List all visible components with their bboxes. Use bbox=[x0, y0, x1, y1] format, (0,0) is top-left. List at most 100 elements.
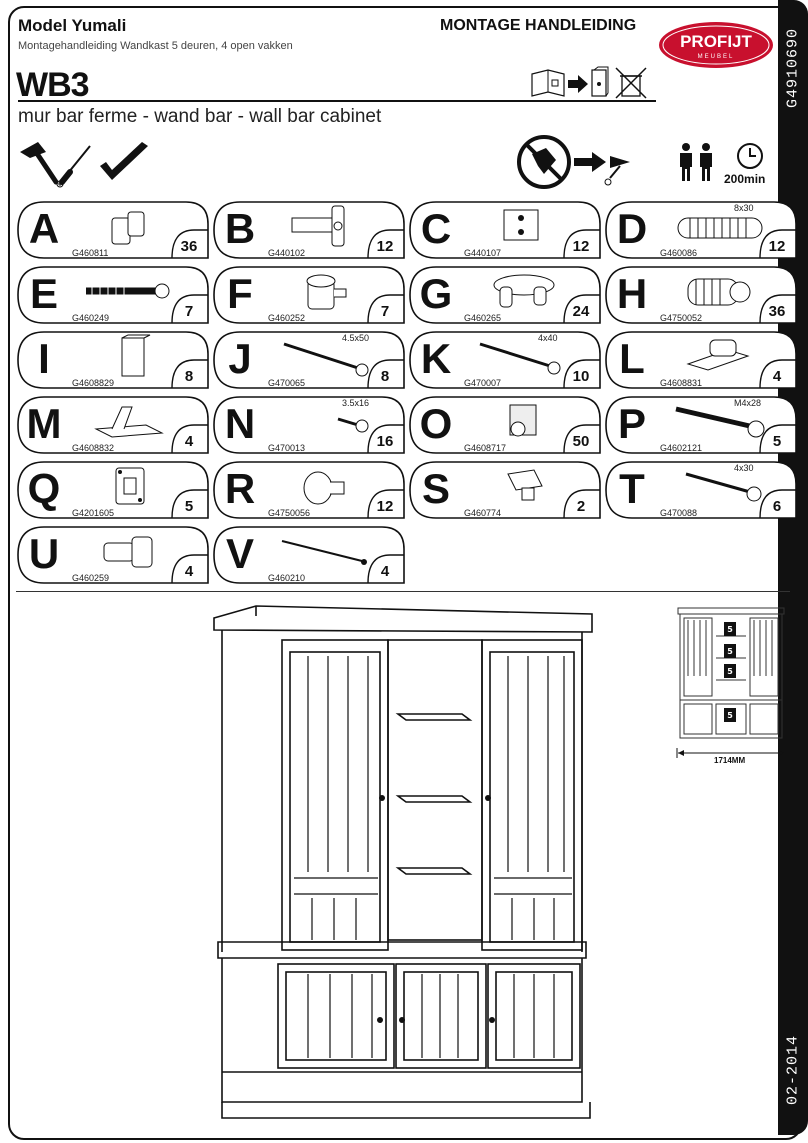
part-image bbox=[503, 209, 539, 241]
part-image bbox=[121, 334, 151, 377]
cabinet-overview-thumbnail: 5 5 5 5 bbox=[677, 607, 785, 739]
part-quantity: 12 bbox=[768, 238, 786, 255]
part-letter: S bbox=[421, 465, 450, 512]
profijt-logo: PROFIJT MEUBEL bbox=[659, 22, 773, 68]
part-quantity: 12 bbox=[376, 498, 394, 515]
part-quantity: 7 bbox=[380, 303, 390, 320]
cabinet-illustration bbox=[213, 605, 593, 1119]
part-image bbox=[281, 540, 367, 565]
part-code: G4750056 bbox=[268, 508, 311, 518]
badge-text: 5 bbox=[727, 625, 733, 634]
part-letter: B bbox=[224, 205, 256, 252]
part-quantity: 36 bbox=[768, 303, 786, 320]
part-quantity: 6 bbox=[772, 498, 782, 515]
part-letter: C bbox=[420, 205, 452, 252]
part-dimension: 3.5x16 bbox=[342, 398, 370, 408]
part-letter: K bbox=[420, 335, 452, 382]
part-dimension: M4x28 bbox=[734, 398, 762, 408]
side-tab bbox=[778, 0, 808, 1135]
part-letter: N bbox=[224, 400, 256, 447]
part-dimension: 4x40 bbox=[538, 333, 558, 343]
part-quantity: 12 bbox=[376, 238, 394, 255]
part-image bbox=[306, 274, 347, 310]
part-code: G4608832 bbox=[72, 443, 115, 453]
part-image bbox=[686, 339, 750, 371]
badge-text: 5 bbox=[727, 667, 733, 676]
doc-number: G4910690 bbox=[784, 28, 802, 109]
part-letter: V bbox=[225, 530, 254, 577]
part-image bbox=[509, 404, 537, 437]
part-letter: G bbox=[419, 270, 453, 317]
badge-text: 5 bbox=[727, 711, 733, 720]
part-code: G470013 bbox=[268, 443, 306, 453]
width-dimension-line bbox=[676, 748, 786, 758]
manual-title: MONTAGE HANDLEIDING bbox=[440, 17, 637, 34]
doc-date: 02-2014 bbox=[784, 1035, 802, 1106]
part-code: G460774 bbox=[464, 508, 502, 518]
part-letter: R bbox=[224, 465, 256, 512]
part-quantity: 2 bbox=[576, 498, 586, 515]
title-divider bbox=[18, 100, 656, 102]
model-name: Model Yumali bbox=[18, 16, 127, 35]
width-dimension-label: 1714MM bbox=[714, 756, 746, 765]
part-code: G470065 bbox=[268, 378, 306, 388]
part-image bbox=[103, 536, 153, 568]
part-code: G460252 bbox=[268, 313, 306, 323]
part-frame bbox=[213, 526, 405, 584]
model-subtitle: Montagehandleiding Wandkast 5 deuren, 4 … bbox=[18, 40, 293, 52]
logo-text: PROFIJT bbox=[680, 32, 752, 51]
part-frame bbox=[605, 461, 797, 519]
part-quantity: 8 bbox=[184, 368, 194, 385]
part-letter: O bbox=[419, 400, 453, 447]
try-square-icon bbox=[100, 142, 148, 180]
part-code: G470088 bbox=[660, 508, 698, 518]
part-code: G460811 bbox=[72, 248, 109, 258]
section-divider bbox=[16, 591, 790, 592]
part-frame bbox=[17, 266, 209, 324]
part-quantity: 4 bbox=[772, 368, 782, 385]
part-letter: L bbox=[619, 335, 645, 382]
no-trash-icon bbox=[615, 67, 647, 99]
part-code: G4201605 bbox=[72, 508, 115, 518]
part-quantity: 36 bbox=[180, 238, 198, 255]
part-code: G4608831 bbox=[660, 378, 703, 388]
logo-subtext: MEUBEL bbox=[698, 54, 735, 60]
part-image bbox=[507, 469, 543, 501]
part-letter: A bbox=[28, 205, 60, 252]
open-book-icon bbox=[531, 69, 565, 97]
part-code: G460259 bbox=[72, 573, 110, 583]
part-code: G470007 bbox=[464, 378, 502, 388]
part-quantity: 4 bbox=[184, 433, 194, 450]
binder-icon bbox=[591, 66, 609, 97]
part-letter: H bbox=[616, 270, 648, 317]
badge-text: 5 bbox=[727, 647, 733, 656]
part-frame bbox=[409, 396, 601, 454]
part-dimension: 8x30 bbox=[734, 203, 754, 213]
part-frame bbox=[17, 461, 209, 519]
part-image bbox=[685, 472, 762, 502]
part-letter: E bbox=[29, 270, 58, 317]
part-image bbox=[94, 406, 164, 438]
part-letter: Q bbox=[27, 465, 61, 512]
part-code: G460265 bbox=[464, 313, 502, 323]
part-code: G440102 bbox=[268, 248, 306, 258]
part-letter: T bbox=[619, 465, 645, 512]
part-image bbox=[86, 283, 170, 299]
part-quantity: 4 bbox=[380, 563, 390, 580]
part-quantity: 5 bbox=[184, 498, 194, 515]
part-letter: P bbox=[617, 400, 646, 447]
